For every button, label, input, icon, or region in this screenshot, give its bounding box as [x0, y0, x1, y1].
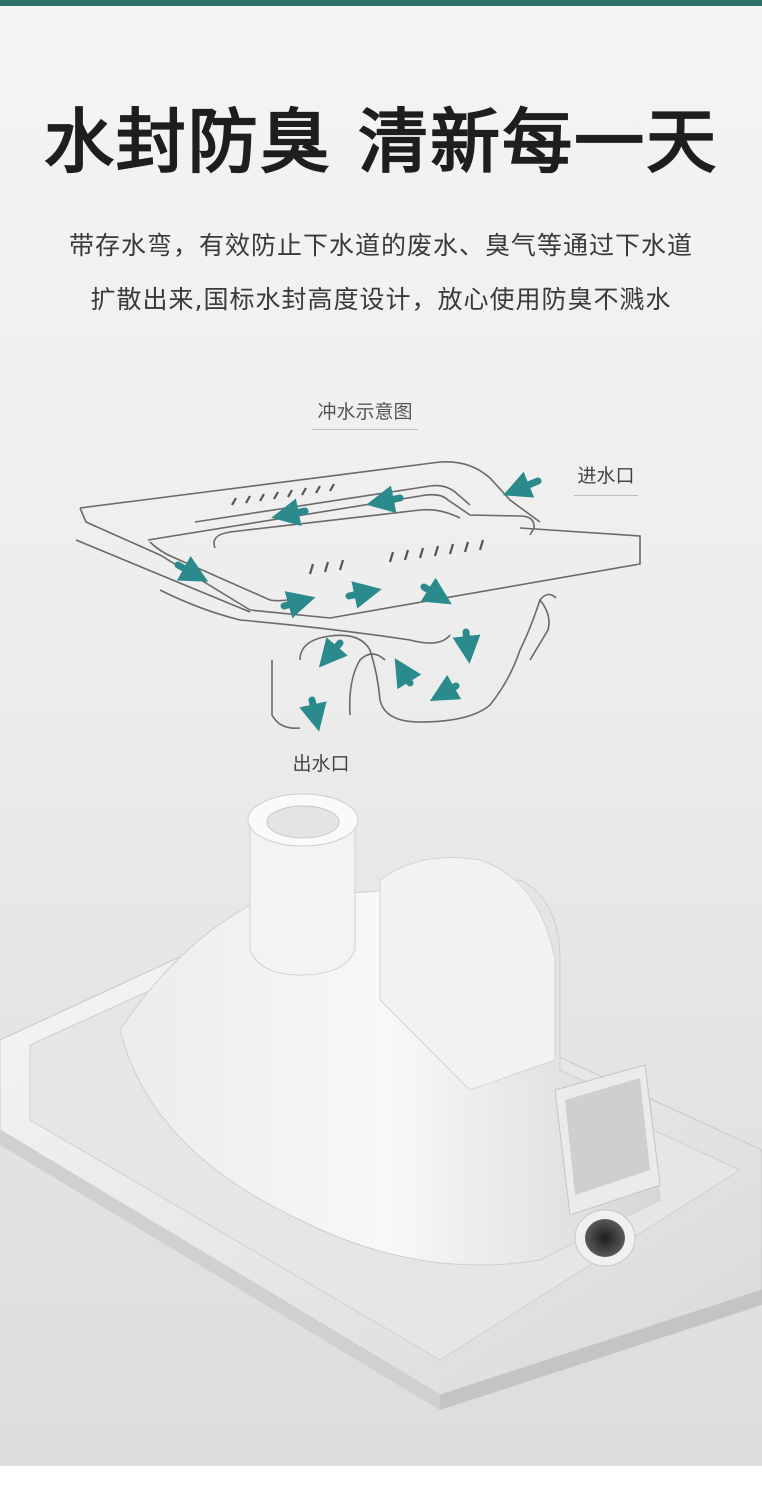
pan-inner-front — [149, 541, 301, 602]
flow-arrow — [394, 658, 422, 690]
grate-slot — [448, 543, 455, 555]
outlet-pipe-left — [271, 660, 301, 730]
grate-slot — [245, 495, 251, 504]
pan-outer-edge — [79, 461, 541, 523]
description-line-1: 带存水弯，有效防止下水道的废水、臭气等通过下水道 — [68, 231, 693, 260]
page-headline: 水封防臭 清新每一天 — [43, 101, 719, 183]
grate-slot — [287, 489, 293, 498]
flow-arrow — [280, 591, 316, 619]
inlet-pipe — [249, 819, 356, 976]
flow-arrow — [299, 696, 327, 732]
flow-arrow — [271, 498, 309, 526]
trap-curve — [299, 593, 557, 723]
grate-slot — [231, 497, 237, 506]
grate-slot — [388, 551, 395, 563]
flow-arrow — [452, 628, 481, 664]
trap-hump — [379, 857, 556, 1091]
description-line-2: 扩散出来,国标水封高度设计，放心使用防臭不溅水 — [90, 285, 672, 314]
pan-front-edge — [75, 539, 251, 613]
grate-slot — [259, 493, 265, 502]
trap-back — [529, 599, 550, 661]
outlet-hole — [585, 1219, 625, 1257]
grate-slot — [315, 485, 321, 494]
grate-slot — [329, 483, 335, 492]
flush-diagram — [75, 461, 641, 732]
inlet-label: 进水口 — [577, 465, 635, 487]
outlet-box-inner — [565, 1078, 650, 1195]
grate-slot — [301, 487, 307, 496]
grate-slot — [338, 559, 345, 571]
diagram-title: 冲水示意图 — [317, 401, 413, 423]
grate-slot — [273, 491, 279, 500]
grate-slot — [478, 539, 485, 551]
inlet-pipe-opening — [266, 805, 340, 839]
grate-slot — [463, 541, 470, 553]
pan-inner-back — [194, 484, 471, 523]
pan-rim — [79, 507, 641, 619]
flow-arrow — [345, 581, 382, 609]
flow-arrow — [429, 674, 462, 701]
squat-toilet-photo — [0, 793, 762, 1410]
pan-inner-edge — [147, 493, 535, 541]
tray-front-side — [0, 1130, 440, 1410]
trap-inner — [348, 653, 386, 716]
inlet-label-underline — [574, 495, 638, 496]
grate-slot — [433, 545, 440, 557]
top-accent-bar — [0, 0, 762, 6]
grate-slot — [308, 563, 315, 575]
grate-slot — [323, 561, 330, 573]
pan-channel — [213, 508, 461, 549]
tray-right-side — [440, 1290, 762, 1410]
diagram-title-underline — [312, 429, 418, 430]
flow-arrow — [318, 637, 348, 668]
bottom-strip — [0, 1466, 762, 1500]
outlet-label: 出水口 — [292, 753, 350, 775]
grate-slot — [418, 547, 425, 559]
trap-top — [159, 589, 451, 644]
flow-arrow — [503, 471, 542, 498]
flow-arrow — [366, 485, 404, 513]
grate-slot — [403, 549, 410, 561]
flow-arrow — [174, 555, 209, 582]
flow-arrow — [420, 577, 452, 605]
